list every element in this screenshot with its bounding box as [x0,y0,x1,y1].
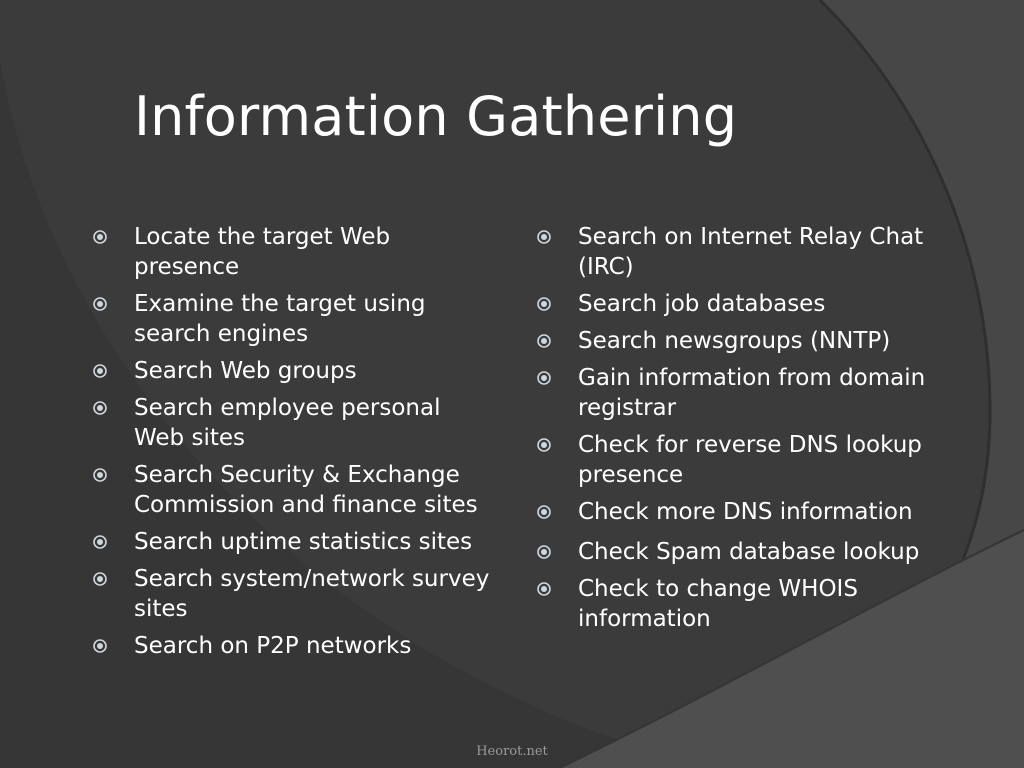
list-item: Search on P2P networks [92,631,492,661]
circled-dot-bullet-icon [93,468,107,482]
list-item: Search job databases [536,289,936,319]
circled-dot-bullet-icon [537,371,551,385]
circled-dot-bullet-icon [537,545,551,559]
list-item-text: Search newsgroups (NNTP) [578,328,891,354]
footer-text: Heorot.net [476,744,548,759]
circled-dot-bullet-icon [537,582,551,596]
list-item-text: Check more DNS information [578,499,913,525]
list-item: Examine the target using search engines [92,289,492,349]
circled-dot-bullet-icon [93,572,107,586]
right-bullet-list: Search on Internet Relay Chat (IRC) Sear… [536,222,936,641]
list-item-text: Search on Internet Relay Chat (IRC) [578,224,924,280]
circled-dot-bullet-icon [537,505,551,519]
circled-dot-bullet-icon [537,438,551,452]
list-item-text: Check to change WHOIS information [578,576,858,632]
list-item-text: Search uptime statistics sites [134,529,473,555]
list-item: Check more DNS information [536,497,936,527]
left-bullet-list: Locate the target Web presence Examine t… [92,222,492,668]
circled-dot-bullet-icon [93,230,107,244]
list-item-text: Examine the target using search engines [134,291,426,347]
circled-dot-bullet-icon [93,364,107,378]
list-item: Search uptime statistics sites [92,527,492,557]
list-item-text: Search job databases [578,291,826,317]
circled-dot-bullet-icon [537,230,551,244]
list-item: Search employee personal Web sites [92,393,492,453]
list-item: Locate the target Web presence [92,222,492,282]
list-item-text: Search Security & Exchange Commission an… [134,462,478,518]
circled-dot-bullet-icon [93,535,107,549]
list-item-text: Search system/network survey sites [134,566,490,622]
list-item-text: Search employee personal Web sites [134,395,441,451]
list-item-text: Check Spam database lookup [578,539,920,565]
list-item: Check for reverse DNS lookup presence [536,430,936,490]
list-item: Check Spam database lookup [536,537,936,567]
circled-dot-bullet-icon [93,297,107,311]
list-item: Search Security & Exchange Commission an… [92,460,492,520]
list-item-text: Locate the target Web presence [134,224,391,280]
list-item-text: Gain information from domain registrar [578,365,926,421]
circled-dot-bullet-icon [93,639,107,653]
list-item: Gain information from domain registrar [536,363,936,423]
circled-dot-bullet-icon [537,297,551,311]
list-item: Search on Internet Relay Chat (IRC) [536,222,936,282]
circled-dot-bullet-icon [93,401,107,415]
list-item-text: Check for reverse DNS lookup presence [578,432,922,488]
list-item: Check to change WHOIS information [536,574,936,634]
list-item-text: Search on P2P networks [134,633,412,659]
circled-dot-bullet-icon [537,334,551,348]
list-item: Search newsgroups (NNTP) [536,326,936,356]
list-item-text: Search Web groups [134,358,357,384]
list-item: Search system/network survey sites [92,564,492,624]
list-item: Search Web groups [92,356,492,386]
slide-title: Information Gathering [134,85,738,148]
